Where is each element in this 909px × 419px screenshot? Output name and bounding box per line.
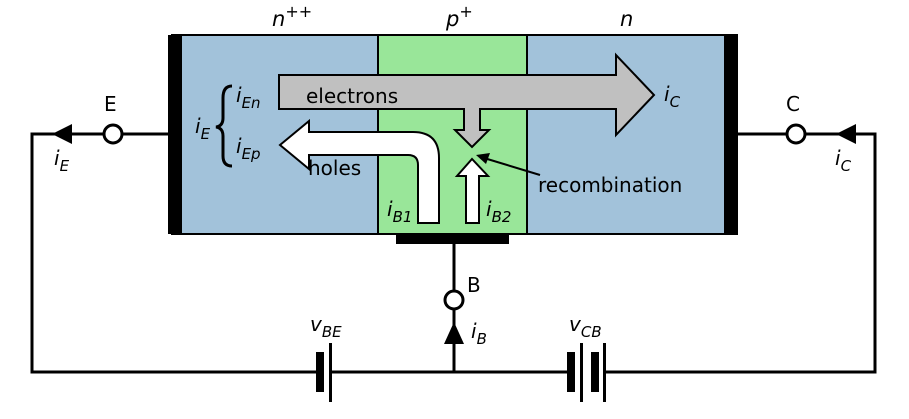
emitter-wire bbox=[30, 132, 316, 374]
iE-arrow-icon bbox=[52, 124, 72, 144]
base-contact bbox=[396, 233, 509, 244]
emitter-doping-label: n++ bbox=[272, 2, 312, 31]
recombination-label: recombination bbox=[538, 173, 682, 197]
holes-label: holes bbox=[308, 156, 361, 180]
recombination-pointer-head bbox=[476, 153, 490, 164]
vBE-label: vBE bbox=[310, 312, 342, 341]
electrons-label: electrons bbox=[306, 84, 398, 108]
vCB-battery-icon bbox=[567, 343, 606, 402]
iB-arrow-icon bbox=[444, 322, 464, 344]
iE-brace bbox=[215, 84, 233, 168]
base-terminal bbox=[443, 289, 465, 311]
iEn-label: iEn bbox=[236, 83, 261, 112]
vBE-battery-icon bbox=[316, 343, 332, 402]
iC-external-label: iC bbox=[835, 146, 852, 175]
emitter-terminal-label: E bbox=[104, 92, 117, 116]
vCB-label: vCB bbox=[569, 312, 602, 341]
transistor-body bbox=[168, 34, 738, 244]
recombination-pointer bbox=[483, 157, 541, 176]
iB2-label: iB2 bbox=[486, 197, 511, 226]
electron-flow-arrow bbox=[278, 52, 656, 149]
hole-flow-arrow bbox=[278, 118, 440, 224]
collector-terminal-label: C bbox=[786, 92, 800, 116]
collector-doping-label: n bbox=[620, 7, 633, 31]
iB-external-label: iB bbox=[471, 319, 487, 348]
iEp-label: iEp bbox=[236, 134, 261, 163]
base-doping-label: p+ bbox=[445, 2, 473, 31]
collector-region bbox=[526, 34, 738, 235]
base-hole-arrow bbox=[454, 157, 491, 224]
iE-external-label: iE bbox=[54, 146, 70, 175]
collector-contact bbox=[724, 35, 738, 234]
iC-label: iC bbox=[664, 82, 681, 111]
emitter-terminal bbox=[102, 123, 124, 145]
iC-arrow-icon bbox=[836, 124, 856, 144]
iB1-label: iB1 bbox=[387, 197, 412, 226]
emitter-contact bbox=[168, 35, 182, 234]
iE-label: iE bbox=[195, 114, 211, 143]
base-terminal-label: B bbox=[467, 273, 481, 297]
collector-terminal bbox=[785, 123, 807, 145]
